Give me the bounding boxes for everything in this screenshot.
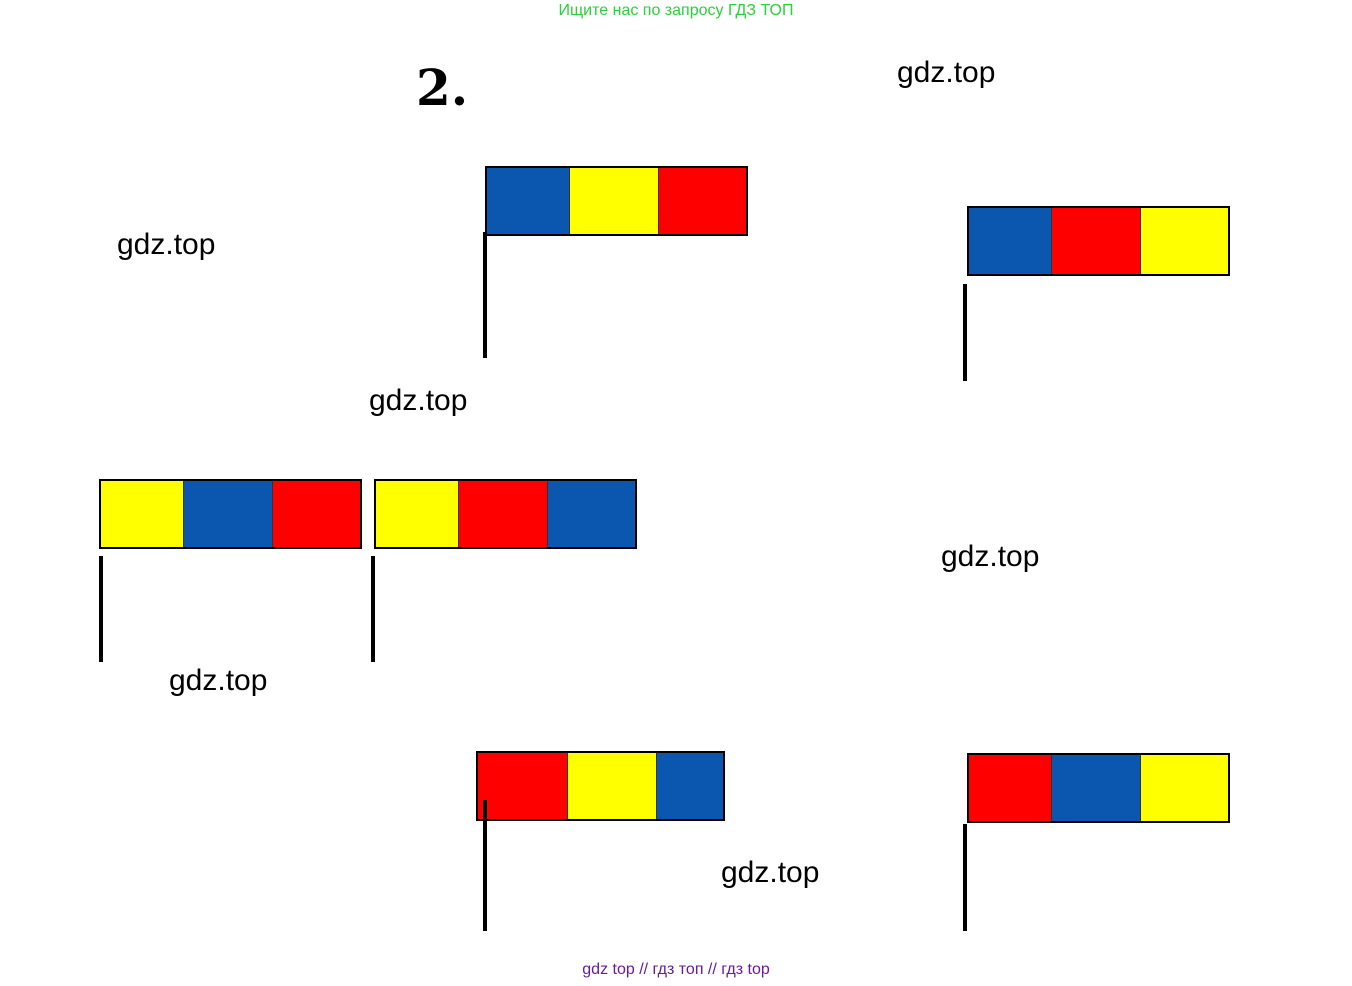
flag-5: [476, 751, 725, 821]
flag-stripe-blue: [656, 753, 723, 819]
task-number: 2.: [416, 58, 469, 117]
flag-stripe-blue: [487, 168, 569, 234]
flag-6: [967, 753, 1230, 823]
flag-3: [99, 479, 362, 549]
watermark: gdz.top: [897, 56, 996, 89]
flag-stripe-red: [658, 168, 746, 234]
watermark: gdz.top: [169, 664, 268, 697]
footer-text: gdz top // гдз топ // гдз top: [582, 961, 770, 978]
flag-pole: [963, 824, 967, 931]
flag-stripe-blue: [1051, 755, 1140, 821]
flag-pole: [963, 284, 967, 381]
flag-stripe-red: [272, 481, 360, 547]
flag-stripe-yellow: [376, 481, 458, 547]
flag-stripe-blue: [183, 481, 272, 547]
flag-pole: [483, 232, 487, 358]
watermark: gdz.top: [117, 228, 216, 261]
top-banner: Ищите нас по запросу ГДЗ ТОП: [558, 2, 794, 19]
flag-stripe-yellow: [1140, 208, 1228, 274]
flag-stripe-yellow: [1140, 755, 1228, 821]
flag-1: [485, 166, 748, 236]
flag-stripe-red: [478, 753, 567, 819]
watermark: gdz.top: [721, 856, 820, 889]
flag-pole: [483, 800, 487, 931]
flag-pole: [99, 556, 103, 662]
flag-stripe-red: [969, 755, 1051, 821]
flag-stripe-yellow: [569, 168, 658, 234]
watermark: gdz.top: [369, 384, 468, 417]
flag-stripe-red: [458, 481, 547, 547]
watermark: gdz.top: [941, 540, 1040, 573]
flag-stripe-blue: [969, 208, 1051, 274]
flag-pole: [371, 556, 375, 662]
flag-stripe-blue: [547, 481, 635, 547]
flag-stripe-red: [1051, 208, 1140, 274]
flag-4: [374, 479, 637, 549]
flag-stripe-yellow: [101, 481, 183, 547]
flag-stripe-yellow: [567, 753, 656, 819]
flag-2: [967, 206, 1230, 276]
